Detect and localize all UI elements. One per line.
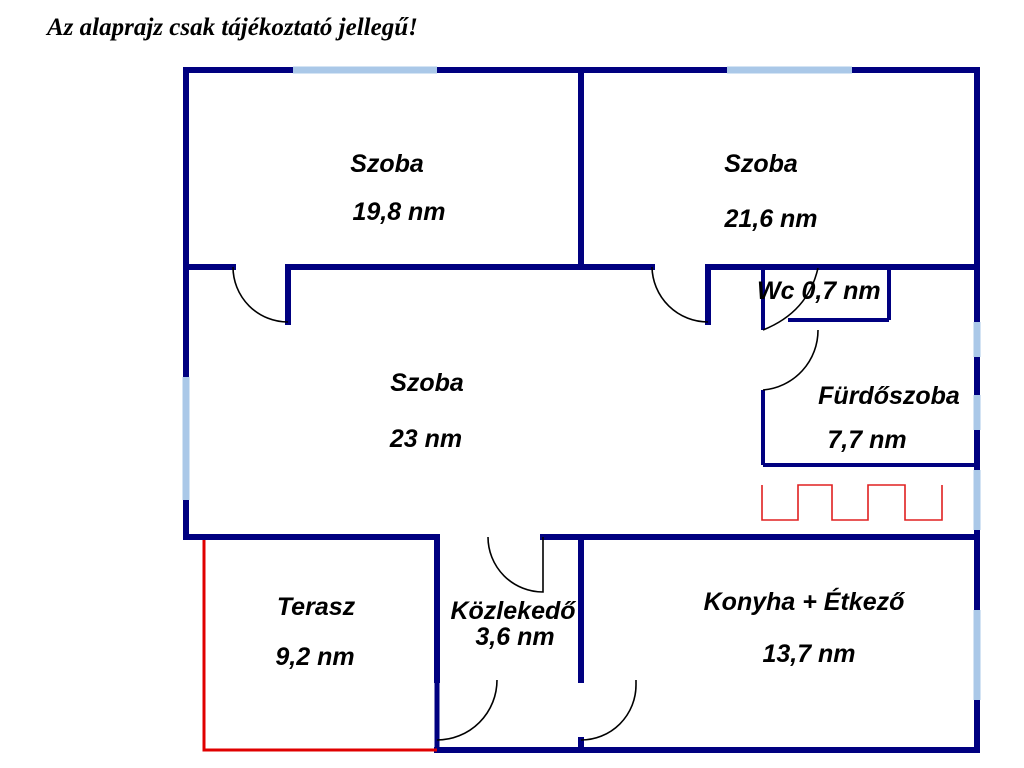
room-area: 19,8 nm [352,198,445,226]
door-swings [232,266,819,741]
room-name: Szoba [724,150,798,178]
room-area: 13,7 nm [762,640,855,668]
windows [182,66,981,700]
room-name: Wc 0,7 nm [757,277,881,305]
room-name: Közlekedő [450,597,576,625]
door-swing-room-1 [232,266,289,323]
door-swing-room-2 [651,266,709,323]
room-area: 9,2 nm [275,643,354,671]
room-name: Terasz [277,593,356,621]
room-name: Konyha + Étkező [704,587,905,616]
room-area: 23 nm [389,425,462,453]
terrace-edge [202,540,437,752]
room-name: Szoba [350,150,424,178]
room-area: 3,6 nm [475,623,554,651]
door-swing-corridor [487,536,544,593]
room-area: 7,7 nm [827,426,906,454]
thin-walls [434,267,977,750]
radiator-icon [761,484,943,521]
room-name: Fürdőszoba [818,382,960,410]
room-name: Szoba [390,369,464,397]
door-swing-kitchen [580,680,637,741]
door-swing-bath [762,329,819,391]
notice-title: Az alaprajz csak tájékoztató jellegű! [47,14,418,41]
door-swing-terrace [436,679,498,741]
room-area: 21,6 nm [723,205,817,233]
door-swing-wc [762,267,819,331]
